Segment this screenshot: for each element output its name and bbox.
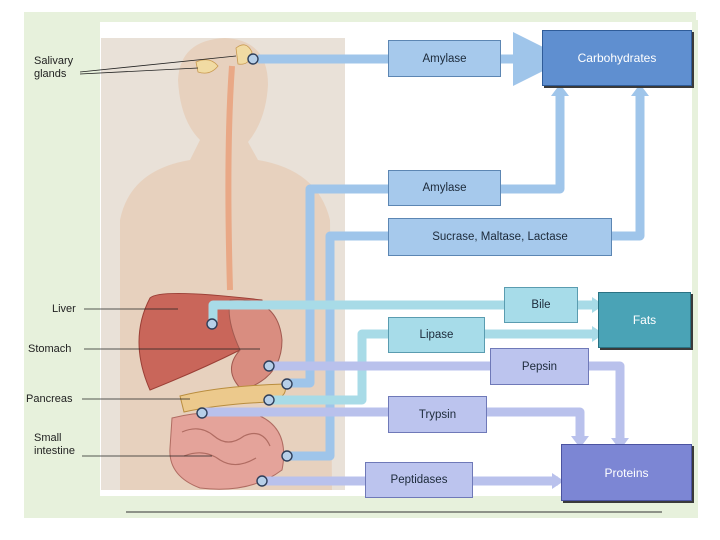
label-salivary-glands: Salivary glands	[34, 55, 74, 80]
target-fats: Fats	[598, 292, 691, 348]
leader-salivary-1	[79, 55, 237, 73]
enzyme-amylase-pancreas: Amylase	[388, 170, 501, 206]
label-stomach: Stomach	[28, 343, 72, 355]
source-pancreas-amylase	[281, 378, 293, 390]
flow-stomach-pepsin	[270, 361, 625, 443]
frame-left	[24, 20, 100, 517]
body-illustration	[120, 38, 332, 490]
intestine-coils	[181, 428, 271, 466]
enzyme-bile: Bile	[504, 287, 578, 323]
source-pancreas-trypsin	[196, 407, 208, 419]
label-liver: Liver	[52, 303, 76, 315]
source-stomach	[263, 360, 275, 372]
source-pancreas-lipase	[263, 394, 275, 406]
enzyme-disaccharidases: Sucrase, Maltase, Lactase	[388, 218, 612, 256]
pancreas-shape	[179, 383, 286, 413]
arrow-head-disaccharidases	[631, 84, 649, 96]
flow-pancreas-amylase	[288, 92, 565, 388]
source-points	[196, 53, 293, 487]
source-salivary	[247, 53, 259, 65]
organ-leaders	[79, 55, 260, 457]
frame-right	[692, 20, 698, 517]
arrow-head-amylase-2	[551, 84, 569, 96]
target-proteins: Proteins	[561, 444, 692, 501]
label-small-intestine: Small intestine	[34, 432, 75, 457]
frame-top	[24, 12, 696, 22]
enzyme-amylase-saliva: Amylase	[388, 40, 501, 77]
label-pancreas: Pancreas	[26, 393, 73, 405]
esophagus-shape	[225, 65, 235, 291]
flow-intestine-disaccharidases	[288, 92, 645, 461]
source-intestine	[281, 450, 293, 462]
source-liver	[206, 318, 218, 330]
salivary-gland-shape-2	[195, 59, 219, 74]
leader-salivary-2	[79, 67, 199, 75]
flow-pancreas-trypsin	[202, 407, 585, 440]
source-intestine-peptidases	[256, 475, 268, 487]
arrow-head-trypsin	[571, 436, 589, 448]
target-carbohydrates: Carbohydrates	[542, 30, 692, 86]
arrow-head-peptidases	[552, 473, 564, 489]
enzyme-lipase: Lipase	[388, 317, 485, 353]
enzyme-peptidases: Peptidases	[365, 462, 473, 498]
enzyme-trypsin: Trypsin	[388, 396, 487, 433]
enzyme-pepsin: Pepsin	[490, 348, 589, 385]
flow-liver-bile	[208, 300, 597, 324]
